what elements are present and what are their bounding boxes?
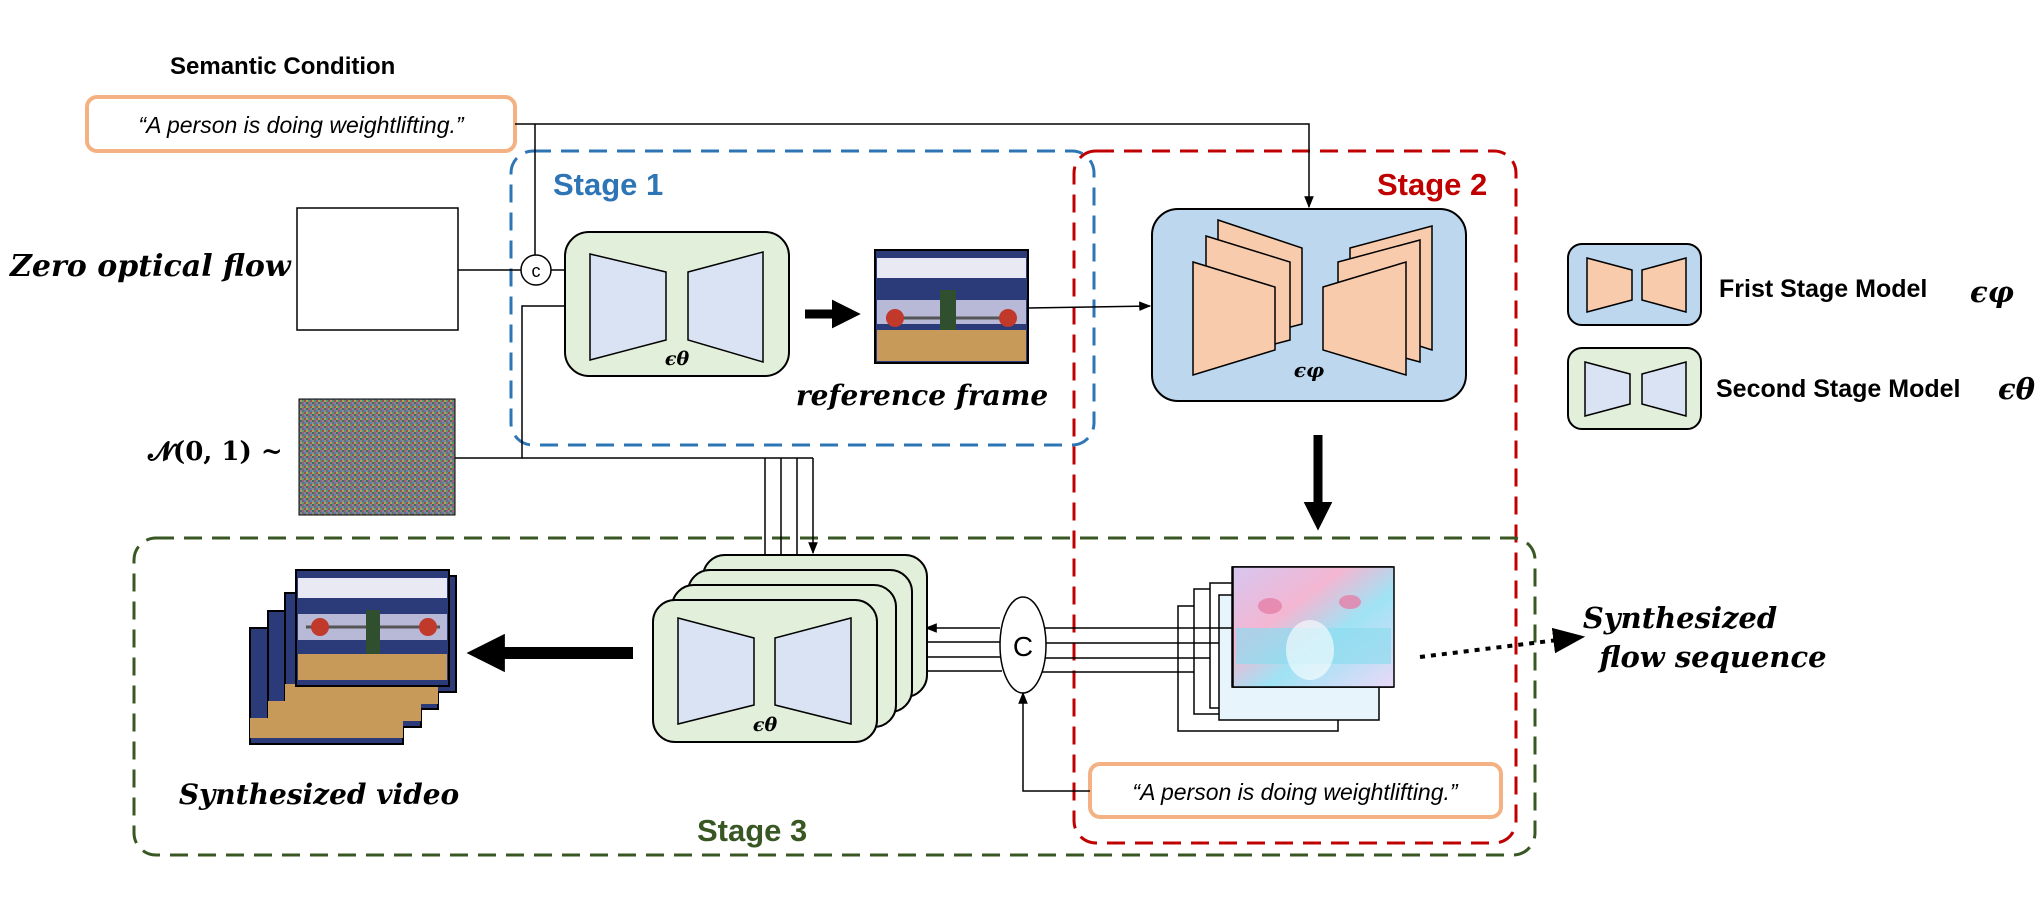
stage3-prompt-to-concat	[1018, 691, 1090, 792]
stage3-label: Stage 3	[697, 813, 807, 848]
stage3-model-symbol: ϵθ	[753, 714, 778, 736]
noise-label: 𝓝(𝟎, 𝟏) ~	[147, 437, 283, 467]
video-frame-front	[295, 569, 450, 687]
stage2-model	[1151, 208, 1467, 402]
concat-node-big-label: C	[1013, 631, 1033, 662]
stage1-model	[564, 231, 790, 377]
flow-frame-front	[1232, 566, 1395, 688]
stage2-model-symbol: ϵφ	[1294, 358, 1324, 382]
noise-image	[298, 398, 456, 516]
stage3-model-stack	[652, 554, 928, 743]
legend-first-stage-label: Frist Stage Model	[1719, 275, 1927, 303]
concat-node-small-label: c	[532, 261, 541, 281]
reference-to-stage2-line	[1027, 301, 1152, 311]
synthesized-video-label: Synthesized video	[179, 778, 459, 811]
stage2-label: Stage 2	[1377, 167, 1487, 202]
legend-second-stage-icon	[1567, 347, 1702, 430]
stage1-box	[509, 149, 1096, 447]
stage1-label: Stage 1	[553, 167, 663, 202]
legend-second-stage-symbol: ϵθ	[1998, 372, 2036, 406]
reference-frame-label: reference frame	[796, 379, 1048, 412]
reference-frame-image	[874, 249, 1029, 364]
semantic-condition-title: Semantic Condition	[170, 53, 395, 80]
legend-second-stage-label: Second Stage Model	[1716, 375, 1960, 403]
noise-to-stage1-line	[455, 301, 594, 459]
legend-first-stage-icon	[1567, 243, 1702, 326]
legend-first-stage-symbol: ϵφ	[1970, 275, 2014, 309]
prompt-to-stage2-line	[515, 123, 1314, 209]
synthesized-flow-label-line2: flow sequence	[1597, 640, 1826, 674]
zero-flow-box	[296, 207, 459, 331]
flow-to-label-dotted-arrow	[1419, 627, 1586, 659]
semantic-prompt-text: “A person is doing weightlifting.”	[138, 112, 464, 138]
synthesized-flow-label-line1: Synthesized	[1583, 601, 1777, 635]
stage3-prompt-text: “A person is doing weightlifting.”	[1132, 779, 1458, 805]
zero-flow-label: Zero optical flow	[9, 249, 292, 284]
stage1-model-symbol: ϵθ	[665, 348, 690, 370]
stage3-box	[132, 536, 1537, 857]
stage2-box	[1072, 149, 1518, 845]
